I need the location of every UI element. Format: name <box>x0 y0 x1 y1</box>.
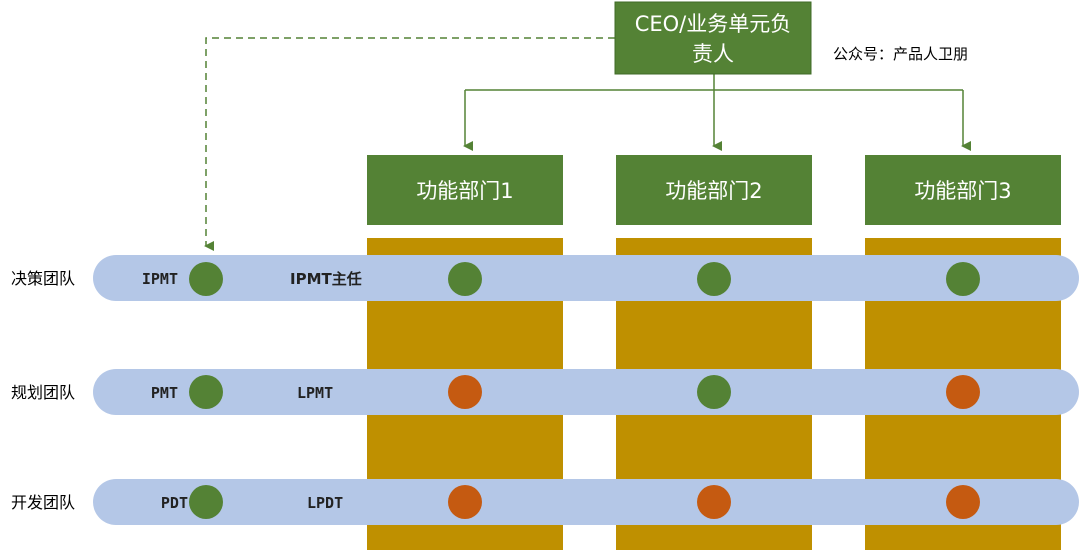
ceo-box <box>614 1 812 75</box>
team-band-planning <box>93 369 1079 415</box>
department-box-1 <box>367 155 563 225</box>
team-lead-development: LPDT <box>307 494 343 512</box>
team-code-development: PDT <box>161 494 188 512</box>
department-box-3 <box>865 155 1061 225</box>
team-lead-planning: LPMT <box>297 384 333 402</box>
department-box-2 <box>616 155 812 225</box>
team-code-planning: PMT <box>151 384 178 402</box>
status-dot-development-team <box>189 485 223 519</box>
status-dot-planning-dept2 <box>697 375 731 409</box>
note-text: 公众号：产品人卫朋 <box>833 45 968 63</box>
team-label-development: 开发团队 <box>11 493 75 512</box>
ceo-dashed-connector <box>204 37 615 251</box>
status-dot-planning-team <box>189 375 223 409</box>
status-dot-planning-dept1 <box>448 375 482 409</box>
department-label-2: 功能部门2 <box>665 179 762 203</box>
team-code-decision: IPMT <box>142 270 178 288</box>
status-dot-decision-dept1 <box>448 262 482 296</box>
team-label-planning: 规划团队 <box>11 383 75 402</box>
team-label-decision: 决策团队 <box>11 269 75 288</box>
status-dot-decision-team <box>189 262 223 296</box>
team-lead-decision: IPMT主任 <box>290 270 362 288</box>
ceo-label-line2: 责人 <box>692 42 734 66</box>
ceo-label-line1: CEO/业务单元负 <box>635 12 792 36</box>
team-band-development <box>93 479 1079 525</box>
department-label-3: 功能部门3 <box>914 179 1011 203</box>
team-band-decision <box>93 255 1079 301</box>
status-dot-development-dept2 <box>697 485 731 519</box>
status-dot-development-dept1 <box>448 485 482 519</box>
department-label-1: 功能部门1 <box>416 179 513 203</box>
status-dot-decision-dept3 <box>946 262 980 296</box>
status-dot-planning-dept3 <box>946 375 980 409</box>
status-dot-decision-dept2 <box>697 262 731 296</box>
status-dot-development-dept3 <box>946 485 980 519</box>
